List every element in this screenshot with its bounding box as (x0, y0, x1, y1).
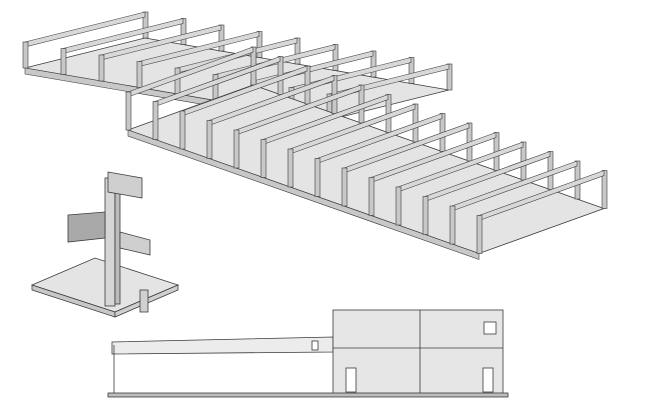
front-post (60, 48, 67, 75)
side-elevation (107, 309, 509, 398)
rear-post (332, 44, 339, 71)
front-post (125, 91, 132, 131)
front-post (179, 110, 186, 150)
rear-post (294, 37, 301, 65)
rear-post (446, 63, 453, 91)
column-connection-detail (30, 171, 180, 318)
slab-line (107, 392, 509, 398)
column (104, 177, 116, 307)
window-2 (311, 340, 319, 351)
door-2 (482, 367, 494, 393)
window-1 (483, 321, 497, 335)
front-post (422, 196, 429, 235)
front-post (136, 61, 143, 88)
column-side (114, 181, 121, 305)
rear-post (601, 170, 608, 209)
right-bracket (119, 231, 151, 256)
rear-post (256, 31, 263, 58)
front-post (98, 54, 105, 82)
front-post (341, 167, 348, 207)
front-post (368, 177, 375, 216)
front-post (152, 101, 159, 140)
roof-beam (24, 11, 146, 48)
door-1 (345, 367, 357, 393)
rear-post (370, 50, 377, 78)
front-post (22, 41, 29, 69)
front-post (260, 139, 267, 178)
low-roof-beam (111, 336, 334, 355)
front-post (233, 129, 240, 169)
left-bracket (67, 211, 106, 243)
top-bracket (107, 171, 143, 199)
high-block (332, 309, 504, 396)
front-post (174, 67, 181, 95)
rear-post (218, 24, 225, 52)
front-post (314, 158, 321, 197)
front-post (212, 74, 219, 101)
front-post (476, 215, 483, 254)
rear-post (408, 57, 415, 84)
front-post (206, 120, 213, 159)
front-post (449, 205, 456, 245)
isometric-frame-wing-right (125, 46, 608, 260)
pedestal (139, 289, 149, 313)
rear-post (142, 11, 149, 39)
rear-post (180, 18, 187, 45)
front-post (287, 148, 294, 188)
slab-edge (127, 129, 480, 260)
front-post (395, 186, 402, 226)
